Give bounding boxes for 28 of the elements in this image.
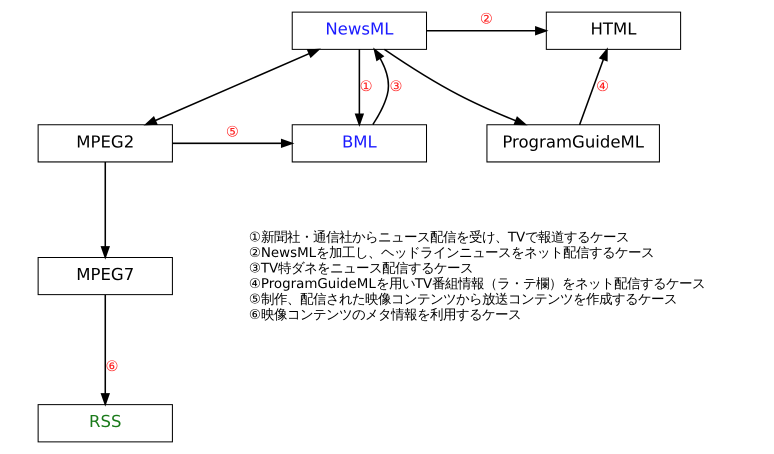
node-box: NewsML	[292, 12, 428, 50]
label: ③TV特ダネをニュース配信するケース	[248, 261, 474, 276]
edge-label: ③	[390, 78, 403, 95]
edge-label: ⑥	[106, 358, 118, 375]
node-box: ProgramGuideML	[486, 124, 660, 162]
node-box: MPEG7	[38, 256, 173, 296]
arrow	[372, 47, 390, 125]
label: ④ProgramGuideMLを用いTV番組情報（ラ・テ欄）をネット配信するケース	[248, 276, 706, 292]
edge-label: ①	[360, 78, 373, 95]
arrow	[100, 162, 110, 260]
arrow	[426, 26, 548, 36]
node-box: HTML	[546, 12, 682, 50]
node-box: BML	[292, 124, 428, 162]
arrow	[578, 47, 608, 125]
arrow	[100, 294, 110, 407]
edge-label: ④	[596, 78, 610, 95]
label: ⑤制作、配信された映像コンテンツから放送コンテンツを作成するケース	[248, 292, 677, 308]
arrow	[144, 48, 321, 126]
arrow	[384, 48, 528, 126]
arrow	[172, 138, 294, 148]
node-box: MPEG2	[38, 124, 173, 162]
label: ②NewsMLを加工し、ヘッドラインニュースをネット配信するケース	[248, 246, 654, 261]
edge-label: ⑤	[226, 124, 239, 140]
edge-label: ②	[480, 12, 493, 28]
node-box: RSS	[38, 404, 173, 442]
label: ①新聞社・通信社からニュース配信を受け、TVで報道するケース	[248, 230, 630, 246]
label: ⑥映像コンテンツのメタ情報を利用するケース	[248, 308, 521, 323]
arrow	[354, 50, 364, 127]
